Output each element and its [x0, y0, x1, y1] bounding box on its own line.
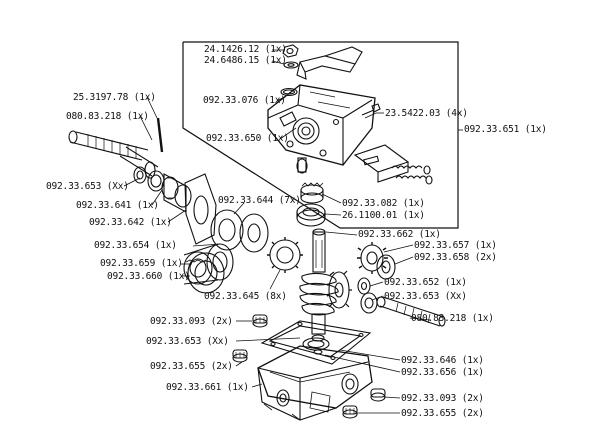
part-label-26-1100-01: 26.1100.01 (1x)	[342, 210, 425, 221]
part-label-092-33-653-top: 092.33.653 (Xx)	[46, 181, 129, 192]
part-label-092-33-653-low: 092.33.653 (Xx)	[146, 336, 229, 347]
right-output-gears	[357, 242, 446, 327]
part-label-092-33-661: 092.33.661 (1x)	[166, 382, 249, 393]
assembly-outline-box	[182, 41, 459, 229]
part-label-080-83-218-top: 080.83.218 (1x)	[66, 111, 149, 122]
part-label-092-33-093-left: 092.33.093 (2x)	[150, 316, 233, 327]
part-label-092-33-642: 092.33.642 (1x)	[89, 217, 172, 228]
part-label-23-5422-03: 23.5422.03 (4x)	[385, 108, 468, 119]
top-cover-assembly	[267, 44, 433, 185]
part-label-092-33-076: 092.33.076 (1x)	[203, 95, 286, 106]
part-label-092-33-662: 092.33.662 (1x)	[358, 229, 441, 240]
part-label-25-3197-78: 25.3197.78 (1x)	[73, 92, 156, 103]
leader-lines	[123, 49, 463, 414]
part-label-092-33-654: 092.33.654 (1x)	[94, 240, 177, 251]
part-label-092-33-650: 092.33.650 (1x)	[206, 133, 289, 144]
part-label-24-1426-12: 24.1426.12 (1x)	[204, 44, 287, 55]
part-label-092-33-656: 092.33.656 (1x)	[401, 367, 484, 378]
part-label-24-6486-15: 24.6486.15 (1x)	[204, 55, 287, 66]
upper-gear-set	[296, 157, 326, 227]
part-label-092-33-641: 092.33.641 (1x)	[76, 200, 159, 211]
worm-shaft	[299, 228, 352, 342]
part-label-092-33-655-right: 092.33.655 (2x)	[401, 408, 484, 419]
part-label-092-33-646: 092.33.646 (1x)	[401, 355, 484, 366]
left-input-shaft	[68, 117, 217, 245]
part-label-092-33-644: 092.33.644 (7x)	[218, 195, 301, 206]
part-label-092-33-652: 092.33.652 (1x)	[384, 277, 467, 288]
part-label-092-33-660: 092.33.660 (1x)	[107, 271, 190, 282]
gearbox-housing	[232, 314, 386, 421]
part-label-080-83-218-right: 080.83.218 (1x)	[411, 313, 494, 324]
part-label-092-33-645: 092.33.645 (8x)	[204, 291, 287, 302]
part-label-092-33-651: 092.33.651 (1x)	[464, 124, 547, 135]
part-label-092-33-655-left: 092.33.655 (2x)	[150, 361, 233, 372]
part-label-092-33-653-mid: 092.33.653 (Xx)	[384, 291, 467, 302]
part-label-092-33-093-right: 092.33.093 (2x)	[401, 393, 484, 404]
part-label-092-33-658: 092.33.658 (2x)	[414, 252, 497, 263]
middle-washers-bearing	[183, 209, 303, 294]
part-label-092-33-657: 092.33.657 (1x)	[414, 240, 497, 251]
part-label-092-33-082: 092.33.082 (1x)	[342, 198, 425, 209]
part-label-092-33-659: 092.33.659 (1x)	[100, 258, 183, 269]
